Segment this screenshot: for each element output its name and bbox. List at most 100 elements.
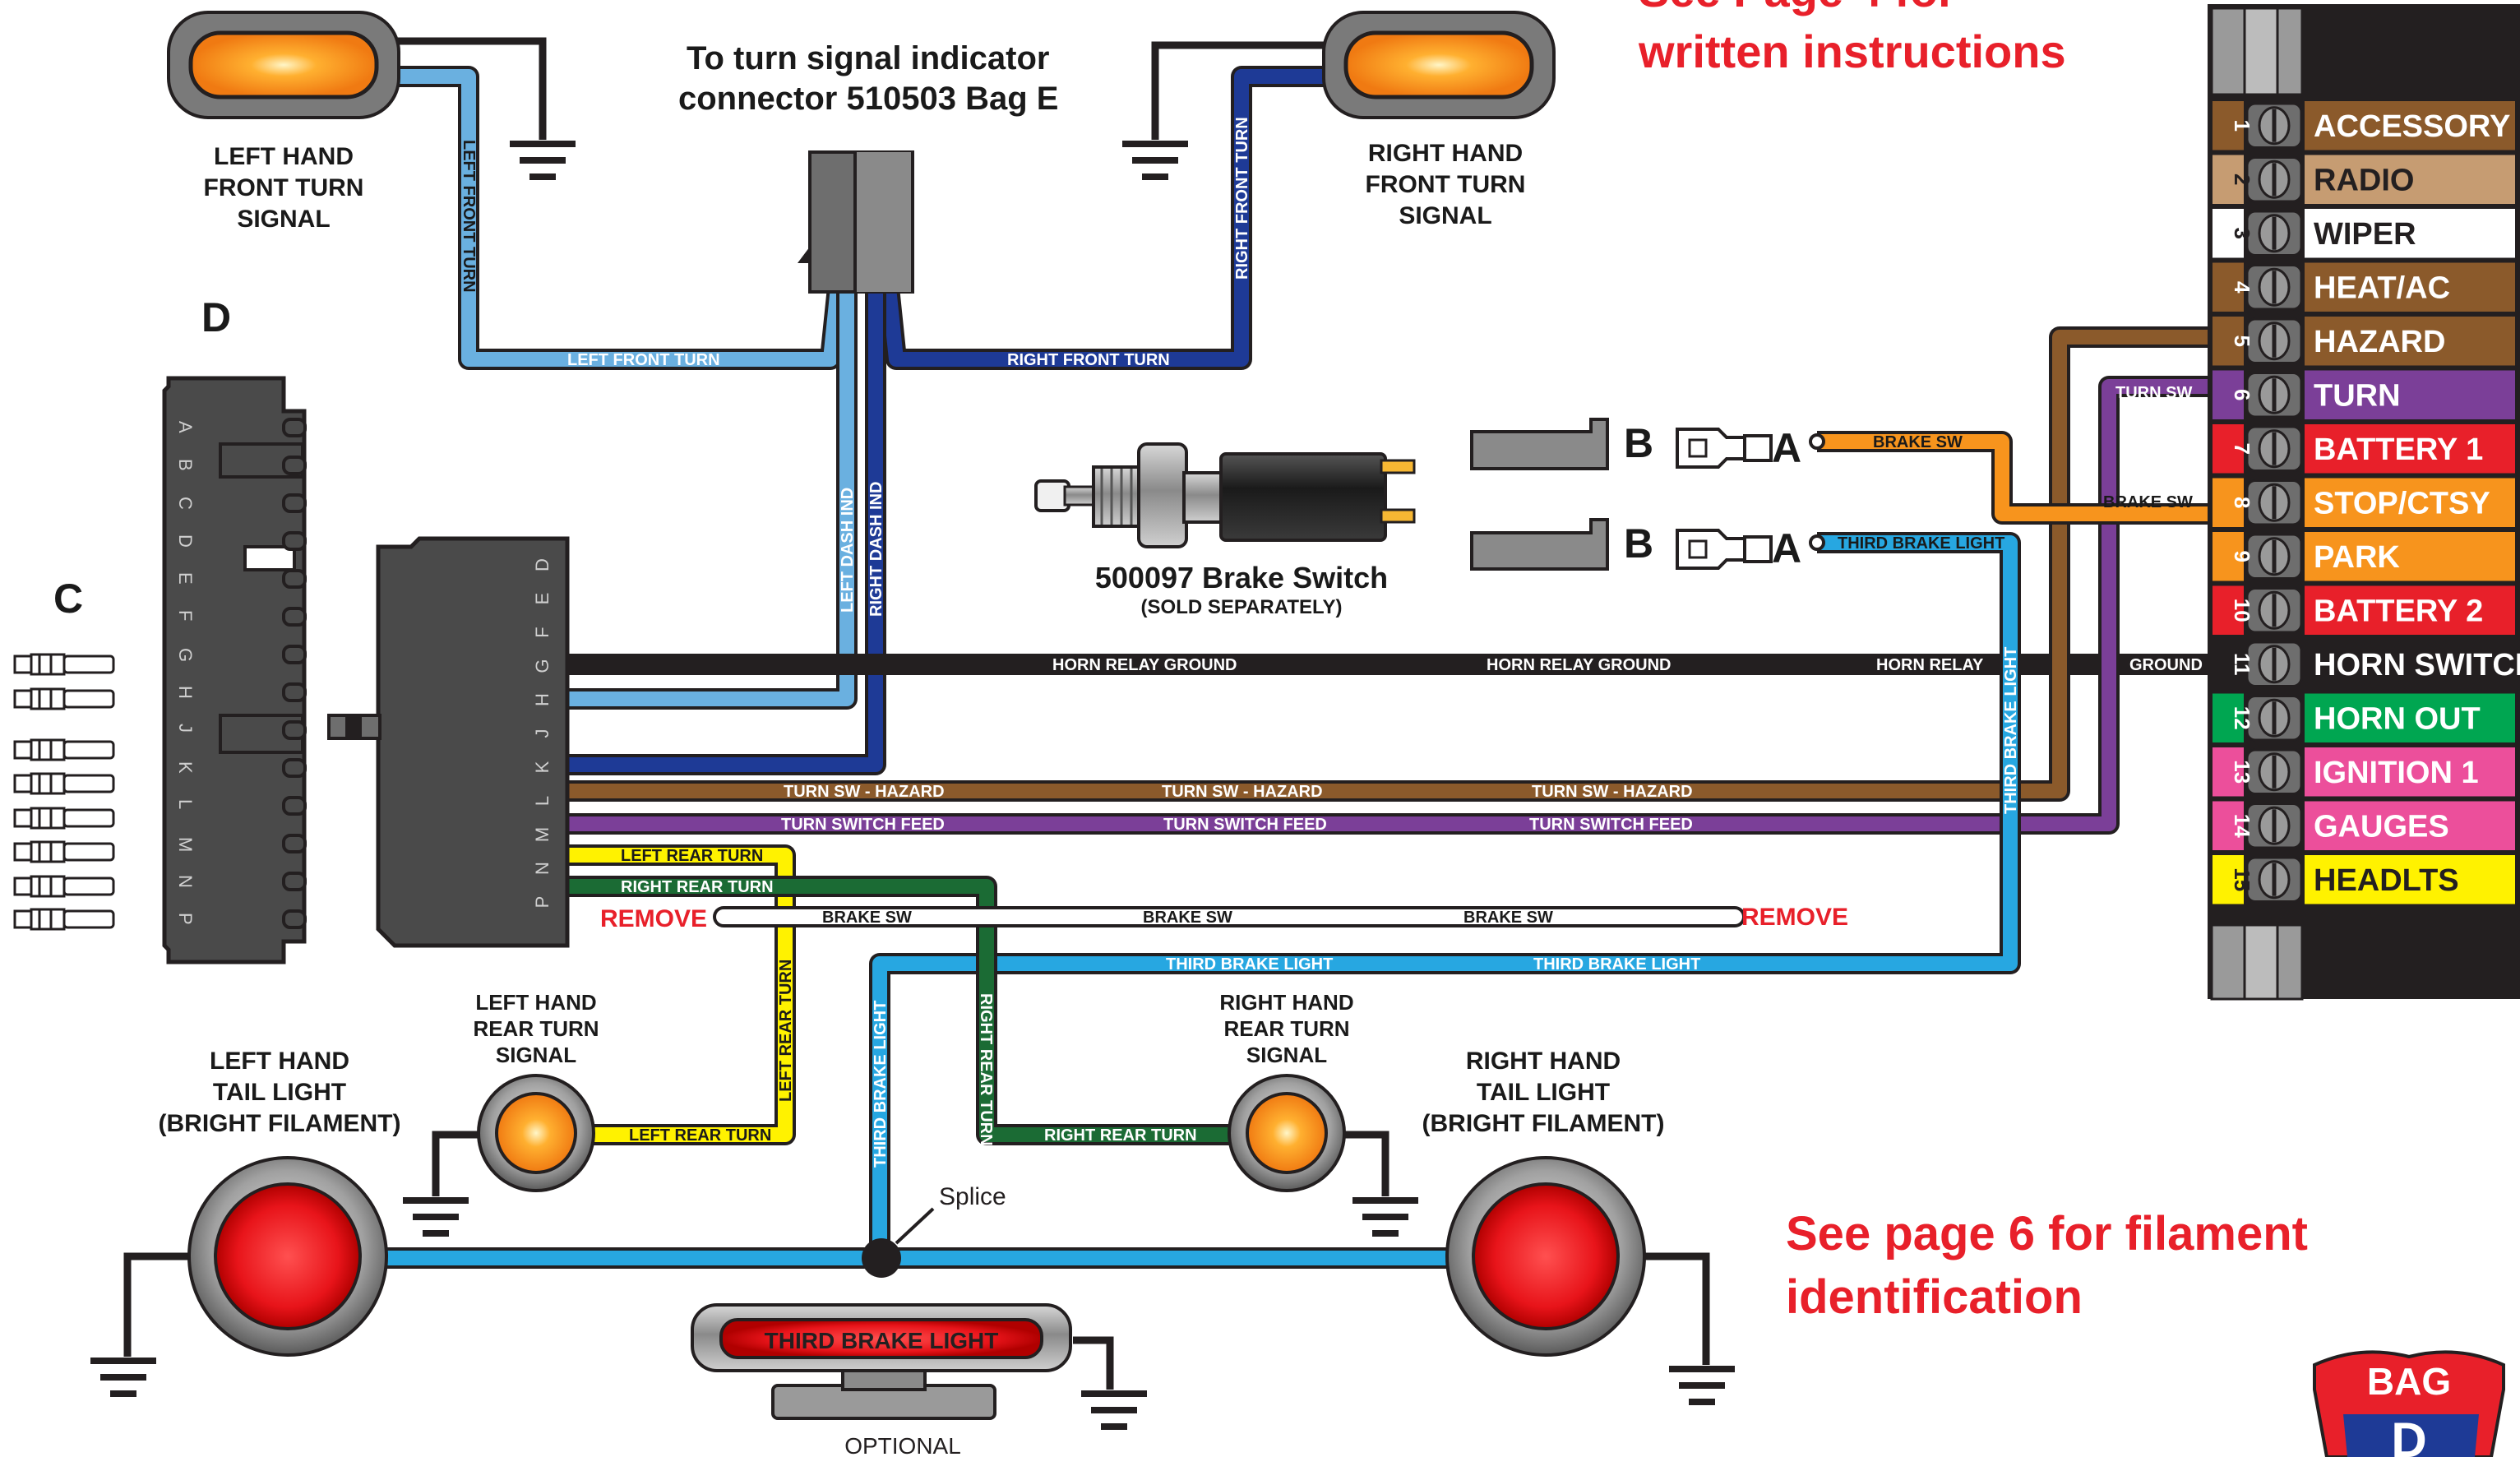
connector-d bbox=[162, 376, 307, 964]
wire-left-front-turn bbox=[358, 66, 849, 370]
fuse-row-label: HORN SWITCH bbox=[2314, 648, 2520, 682]
terminal-a-top bbox=[1809, 433, 1825, 450]
connector-d-pin-letter: K bbox=[175, 761, 196, 774]
wire-left-dash-ind bbox=[567, 280, 858, 710]
connector-d-pin-letter: A bbox=[175, 421, 196, 433]
connector-d-pin-letter: L bbox=[175, 799, 196, 809]
connector-e-pin-letter: E bbox=[532, 593, 553, 605]
indicator-label-line2: connector 510503 Bag E bbox=[678, 81, 1058, 117]
brake-switch-sublabel: (SOLD SEPARATELY) bbox=[1141, 596, 1343, 618]
connector-e bbox=[327, 536, 570, 948]
connector-e-pin-letter: D bbox=[532, 558, 553, 571]
splice-label: Splice bbox=[939, 1183, 1006, 1210]
note-filament-line2: identification bbox=[1786, 1270, 2083, 1324]
connector-d-pin-letter: B bbox=[175, 459, 196, 471]
connector-d-pin bbox=[282, 418, 307, 437]
wire-label-right-rear-turn: RIGHT REAR TURN bbox=[1044, 1126, 1197, 1145]
loose-terminal-icon bbox=[13, 653, 115, 676]
wire-label-turn-sw-hazard: TURN SW - HAZARD bbox=[1162, 783, 1323, 801]
indicator-label-line1: To turn signal indicator bbox=[687, 40, 1049, 76]
fuse-row-number: 11 bbox=[2230, 653, 2254, 676]
loose-terminal-icon bbox=[13, 875, 115, 898]
fuse-row-number: 3 bbox=[2230, 228, 2254, 239]
rh-front-label-2: FRONT TURN bbox=[1366, 171, 1526, 198]
lh-front-label-1: LEFT HAND bbox=[214, 143, 354, 170]
left-tail-light bbox=[187, 1156, 388, 1357]
fuse-row-number: 8 bbox=[2230, 497, 2254, 508]
connector-b-label-bottom: B bbox=[1624, 520, 1653, 567]
ground-icon bbox=[1352, 1200, 1418, 1233]
note-top-line1: See Page 4 for bbox=[1639, 0, 1956, 16]
wire-label-brake-sw-orange: BRAKE SW bbox=[2103, 493, 2193, 511]
remove-label-right: REMOVE bbox=[1741, 904, 1848, 931]
lh-rear-label-3: SIGNAL bbox=[496, 1043, 576, 1067]
wire-label-right-dash-ind: RIGHT DASH IND bbox=[867, 482, 885, 617]
wire-label-turn-switch-feed: TURN SWITCH FEED bbox=[781, 816, 945, 834]
connector-d-pin bbox=[282, 531, 307, 551]
connector-e-pin-letter: P bbox=[532, 896, 553, 909]
brake-terminal-bottom bbox=[1676, 529, 1773, 570]
wire-label-left-front-turn: LEFT FRONT TURN bbox=[567, 351, 720, 369]
fuse-row-label: HORN OUT bbox=[2314, 701, 2481, 736]
third-brake-light-label: THIRD BRAKE LIGHT bbox=[765, 1328, 999, 1353]
rh-tail-label-1: RIGHT HAND bbox=[1466, 1048, 1621, 1075]
svg-text:D: D bbox=[2391, 1413, 2426, 1457]
right-tail-light bbox=[1445, 1156, 1646, 1357]
fuse-row-label: TURN bbox=[2314, 378, 2401, 413]
connector-d-pin bbox=[282, 569, 307, 589]
fuse-row-number: 15 bbox=[2230, 867, 2254, 891]
connector-d-pin-letter: C bbox=[175, 497, 196, 510]
bag-logo: BAG D bbox=[2313, 1350, 2505, 1457]
fuse-row: 14 GAUGES bbox=[2211, 799, 2517, 852]
lh-front-label-3: SIGNAL bbox=[237, 206, 330, 233]
wire-label-third-brake-light: THIRD BRAKE LIGHT bbox=[1166, 955, 1333, 974]
note-filament-line1: See page 6 for filament bbox=[1786, 1207, 2308, 1260]
fuse-row-number: 14 bbox=[2230, 814, 2254, 838]
wire-label-left-rear-turn: LEFT REAR TURN bbox=[621, 847, 763, 865]
wire-label-turn-switch-feed: TURN SWITCH FEED bbox=[1529, 816, 1693, 834]
fuse-row: 2 RADIO bbox=[2211, 153, 2517, 206]
fuse-row-label: GAUGES bbox=[2314, 809, 2449, 844]
fuse-row-label: HAZARD bbox=[2314, 325, 2445, 359]
connector-e-pin-letter: J bbox=[532, 729, 553, 738]
wire-label-horn-relay-ground: HORN RELAY GROUND bbox=[1487, 656, 1671, 674]
wire-right-front-turn bbox=[877, 66, 1324, 370]
fuse-row-label: RADIO bbox=[2314, 163, 2414, 197]
connector-d-pin bbox=[282, 834, 307, 853]
wire-label-left-dash-ind: LEFT DASH IND bbox=[839, 488, 857, 613]
connector-d-pin bbox=[282, 456, 307, 475]
rh-tail-label-3: (BRIGHT FILAMENT) bbox=[1422, 1110, 1665, 1137]
ground-icon bbox=[403, 1200, 469, 1233]
loose-terminal-icon bbox=[13, 807, 115, 830]
text-labels: See Page 4 for written instructions See … bbox=[53, 0, 2308, 1457]
brake-connector-b-top bbox=[1470, 418, 1609, 470]
connector-d-pin bbox=[282, 758, 307, 778]
connector-e-pin-letter: F bbox=[532, 627, 553, 637]
connector-d-pin-letter: F bbox=[175, 610, 196, 621]
wire-third-brake-light bbox=[869, 532, 2021, 1258]
fuse-row-label: BATTERY 1 bbox=[2314, 432, 2483, 467]
wire-label-right-front-turn-vertical: RIGHT FRONT TURN bbox=[1233, 117, 1251, 280]
wire-label-turn-sw-hazard: TURN SW - HAZARD bbox=[1532, 783, 1693, 801]
rh-rear-label-1: RIGHT HAND bbox=[1219, 990, 1353, 1015]
right-front-turn-signal bbox=[1322, 11, 1556, 119]
wire-label-left-rear-turn-vertical: LEFT REAR TURN bbox=[777, 960, 795, 1102]
fuse-row-number: 2 bbox=[2230, 173, 2254, 185]
loose-terminals bbox=[13, 653, 115, 931]
rh-rear-label-2: REAR TURN bbox=[1223, 1016, 1349, 1041]
wire-label-left-front-turn-vertical: LEFT FRONT TURN bbox=[460, 140, 478, 293]
wire-label-third-brake-light-vertical: THIRD BRAKE LIGHT bbox=[872, 1001, 890, 1168]
connector-d-pin bbox=[282, 493, 307, 513]
note-top-line2: written instructions bbox=[1638, 25, 2066, 77]
loose-terminal-icon bbox=[13, 738, 115, 761]
fuse-row-number: 5 bbox=[2230, 335, 2254, 347]
fuse-row-label: PARK bbox=[2314, 540, 2400, 575]
logo-text: BAG bbox=[2367, 1360, 2451, 1403]
